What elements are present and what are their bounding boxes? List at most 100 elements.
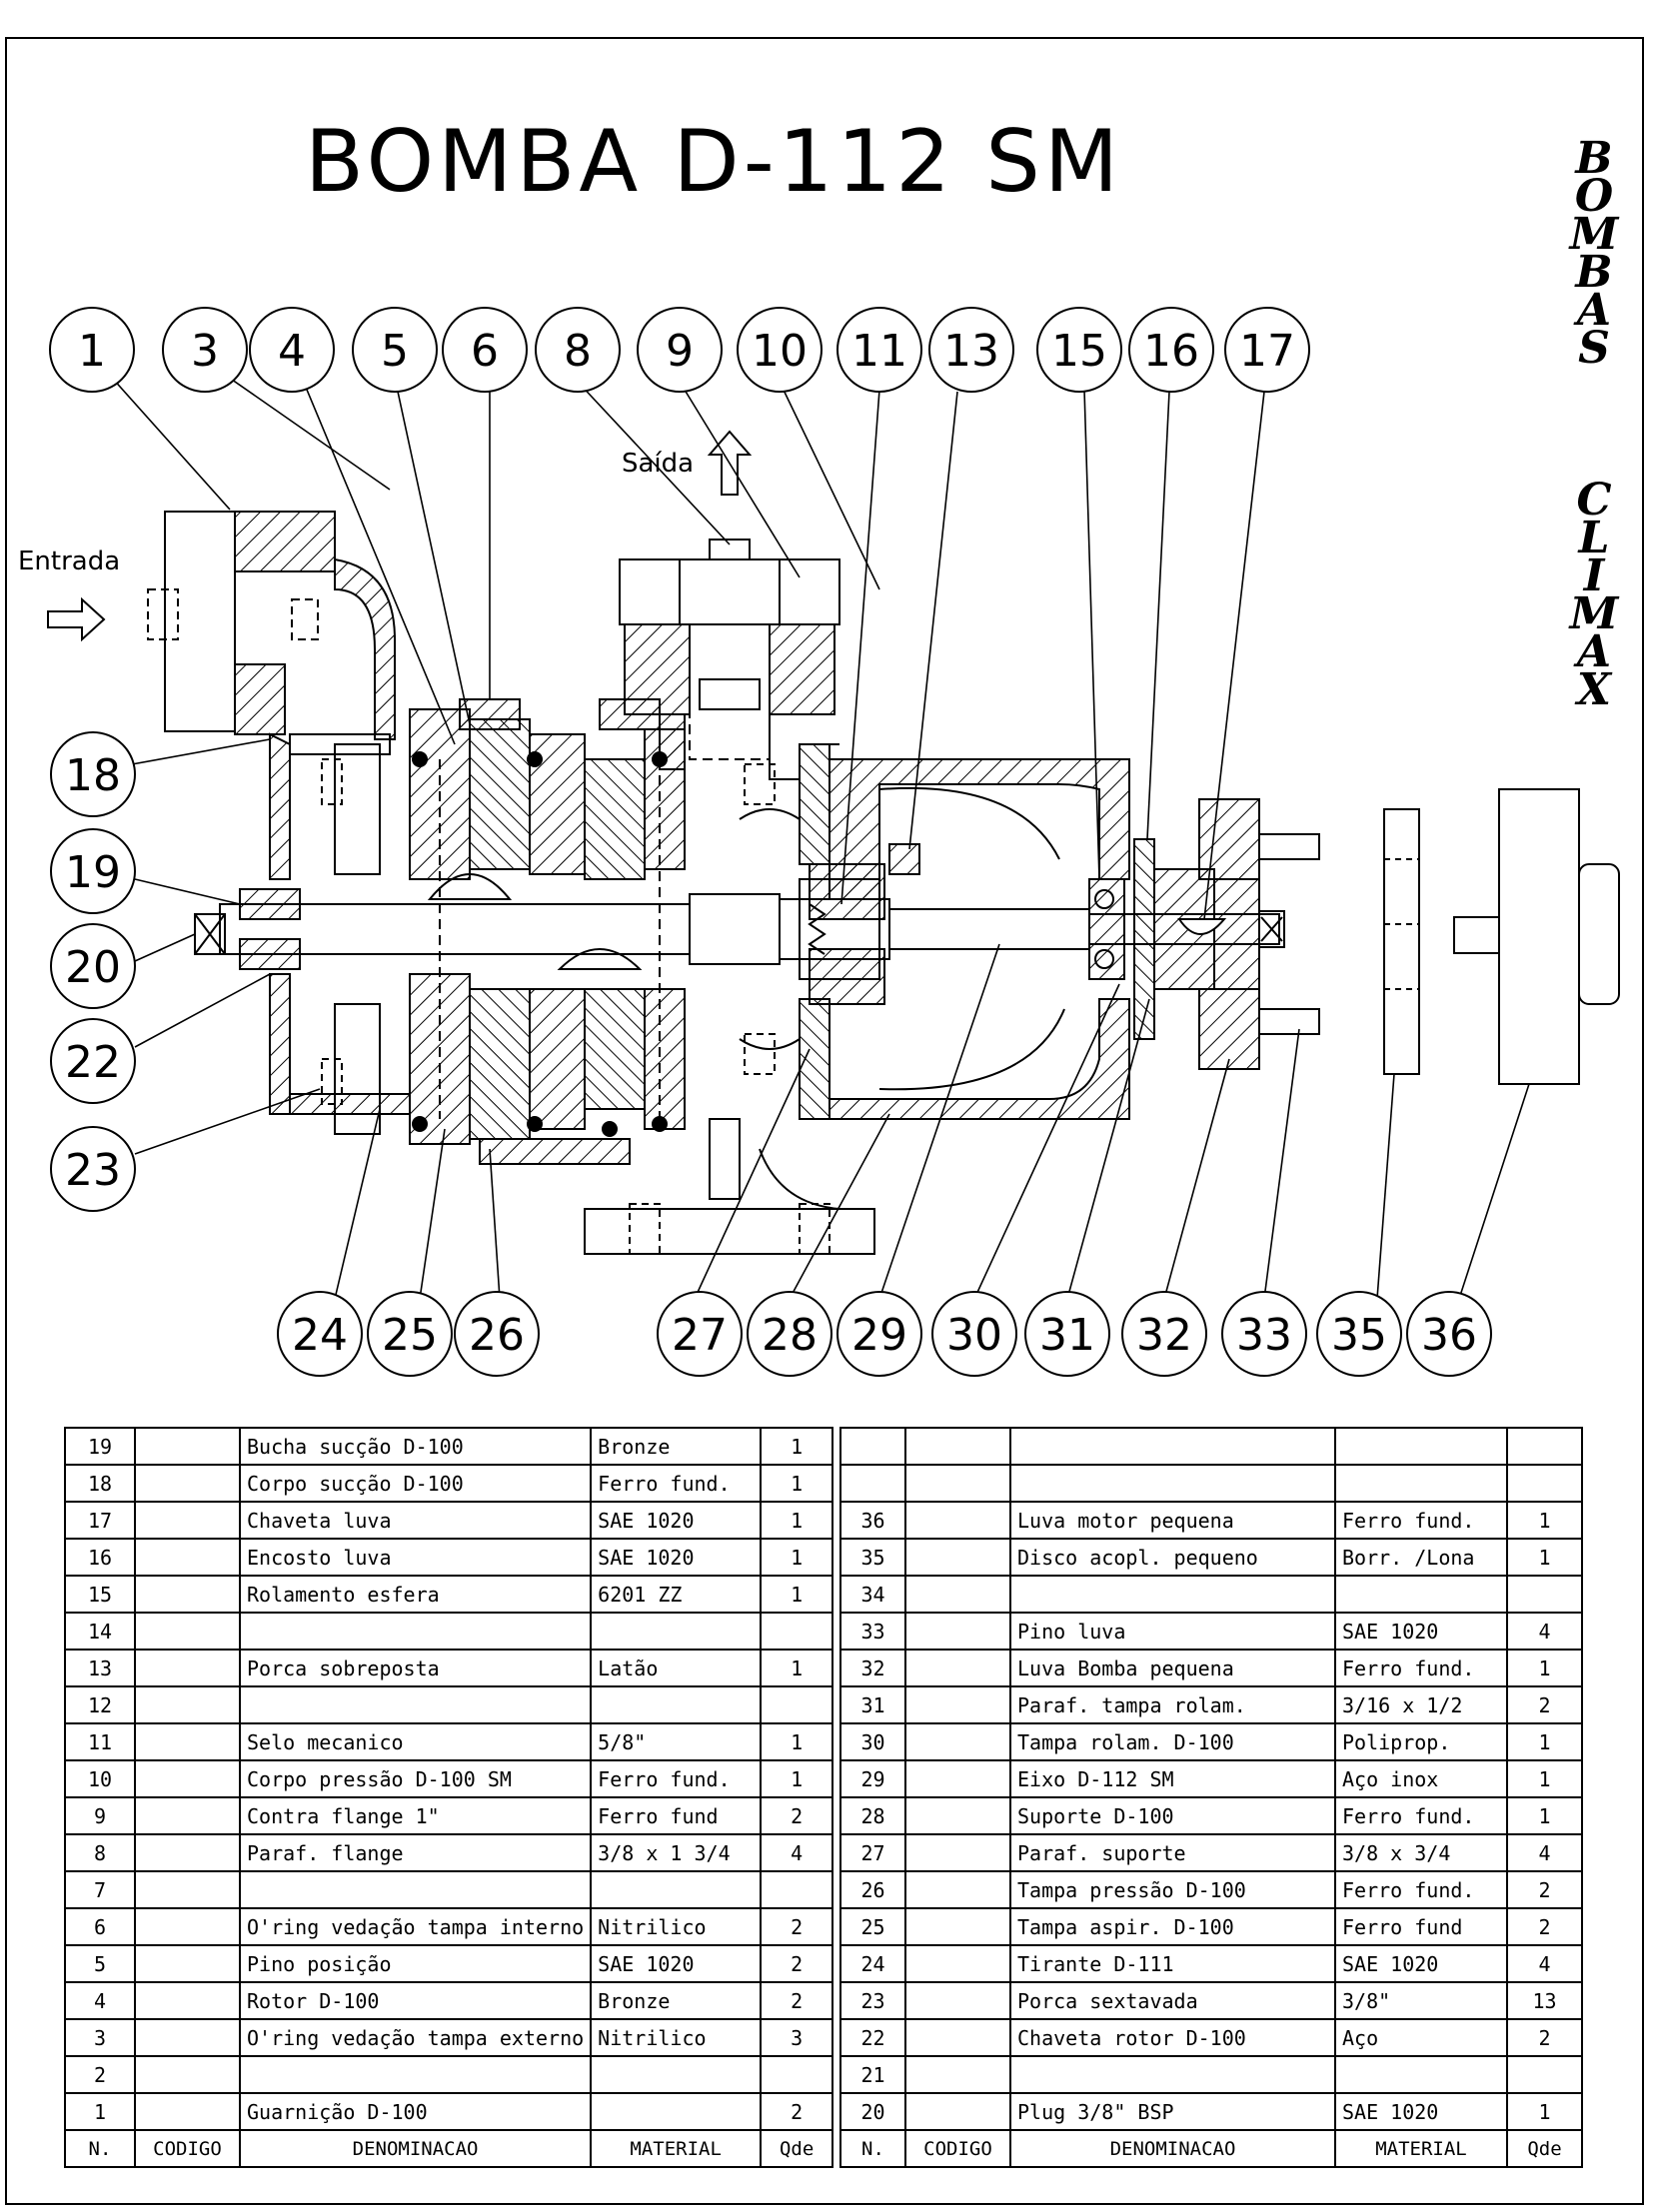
brand-letter: C [1576,475,1612,526]
column-header-name: DENOMINACAO [238,2129,593,2168]
table-cell-n: 13 [64,1649,136,1687]
table-cell-qty: 2 [1506,1685,1583,1724]
brand-letter: A [1576,285,1612,336]
brand-letter: L [1578,513,1610,563]
table-cell-material: Ferro fund [1334,1907,1508,1946]
table-cell-code [134,1870,241,1909]
table-row: 34 [839,1575,1583,1614]
callout-number: 35 [1331,1310,1387,1361]
table-cell-material: Ferro fund. [1334,1649,1508,1687]
table-cell-code [134,1538,241,1577]
callout-bubble: 33 [1221,1291,1307,1377]
table-cell-code [134,1722,241,1761]
table-cell-code [904,1538,1011,1577]
table-cell-material [590,1612,763,1651]
table-cell-name: Luva motor pequena [1009,1501,1336,1540]
drawing-title: BOMBA D-112 SM [305,112,1123,212]
callout-bubble: 35 [1316,1291,1402,1377]
table-cell-n: 6 [64,1907,136,1946]
table-cell-material [590,2092,763,2131]
table-cell-name: Paraf. tampa rolam. [1009,1685,1336,1724]
table-cell-n: 15 [64,1575,136,1614]
table-cell-qty: 1 [1506,2092,1583,2131]
table-cell-qty: 1 [1506,1501,1583,1540]
table-cell-name: Bucha sucção D-100 [238,1427,593,1466]
table-cell-qty [1506,2055,1583,2094]
table-cell-name: Eixo D-112 SM [1009,1759,1336,1798]
table-cell-n: 35 [839,1538,906,1577]
table-cell-qty [760,2055,834,2094]
callout-bubble: 29 [836,1291,922,1377]
callout-bubble: 17 [1224,307,1310,393]
outlet-arrow-icon [707,430,753,496]
callout-bubble: 28 [747,1291,832,1377]
table-cell-qty [1506,1464,1583,1503]
table-cell-name: Selo mecanico [238,1722,593,1761]
table-cell-material: Ferro fund. [590,1464,763,1503]
table-cell-n: 24 [839,1944,906,1983]
table-cell-material: Ferro fund [590,1796,763,1835]
callout-bubble: 26 [454,1291,540,1377]
table-cell-code [904,1833,1011,1872]
callout-number: 20 [65,942,121,993]
table-cell-code [904,1464,1011,1503]
table-cell-material [1334,1575,1508,1614]
callout-bubble: 6 [442,307,528,393]
table-cell-code [134,2018,241,2057]
table-cell-material: 3/8" [1334,1981,1508,2020]
table-cell-material [590,1685,763,1724]
callout-bubble: 30 [931,1291,1017,1377]
table-cell-n: 23 [839,1981,906,2020]
table-cell-qty: 1 [1506,1759,1583,1798]
table-cell-material [1334,1464,1508,1503]
table-cell-material: 3/8 x 1 3/4 [590,1833,763,1872]
table-cell-code [134,1612,241,1651]
callout-number: 4 [278,326,306,377]
table-cell-n [839,1464,906,1503]
table-cell-n: 8 [64,1833,136,1872]
table-cell-code [134,1796,241,1835]
table-cell-n: 20 [839,2092,906,2131]
table-cell-name: Paraf. suporte [1009,1833,1336,1872]
table-cell-code [904,1649,1011,1687]
callout-number: 30 [946,1310,1002,1361]
callout-bubble: 20 [50,923,136,1009]
table-cell-code [134,1759,241,1798]
table-cell-material: SAE 1020 [1334,2092,1508,2131]
table-cell-qty: 2 [1506,1907,1583,1946]
column-header-qty: Qde [1506,2129,1583,2168]
suction-flange [147,511,396,740]
table-cell-n: 28 [839,1796,906,1835]
bearing-support [739,743,1130,1120]
callout-number: 8 [564,326,592,377]
callout-number: 28 [762,1310,818,1361]
table-cell-code [134,1833,241,1872]
table-row: 7 [64,1870,834,1909]
table-cell-n [839,1427,906,1466]
brand-letter: B [1575,133,1613,184]
table-cell-name: Corpo sucção D-100 [238,1464,593,1503]
callout-bubble: 4 [249,307,335,393]
discharge-body [619,539,840,780]
table-cell-n: 11 [64,1722,136,1761]
table-cell-code [134,1464,241,1503]
callout-bubble: 31 [1024,1291,1110,1377]
table-cell-material: SAE 1020 [1334,1944,1508,1983]
callout-number: 33 [1236,1310,1292,1361]
table-cell-material: Bronze [590,1427,763,1466]
table-cell-name: Pino posição [238,1944,593,1983]
column-header-n: N. [64,2129,136,2168]
table-cell-material: Ferro fund. [1334,1796,1508,1835]
table-cell-n: 3 [64,2018,136,2057]
callout-bubble: 36 [1406,1291,1492,1377]
table-cell-material: Borr. /Lona [1334,1538,1508,1577]
table-cell-qty: 1 [760,1538,834,1577]
